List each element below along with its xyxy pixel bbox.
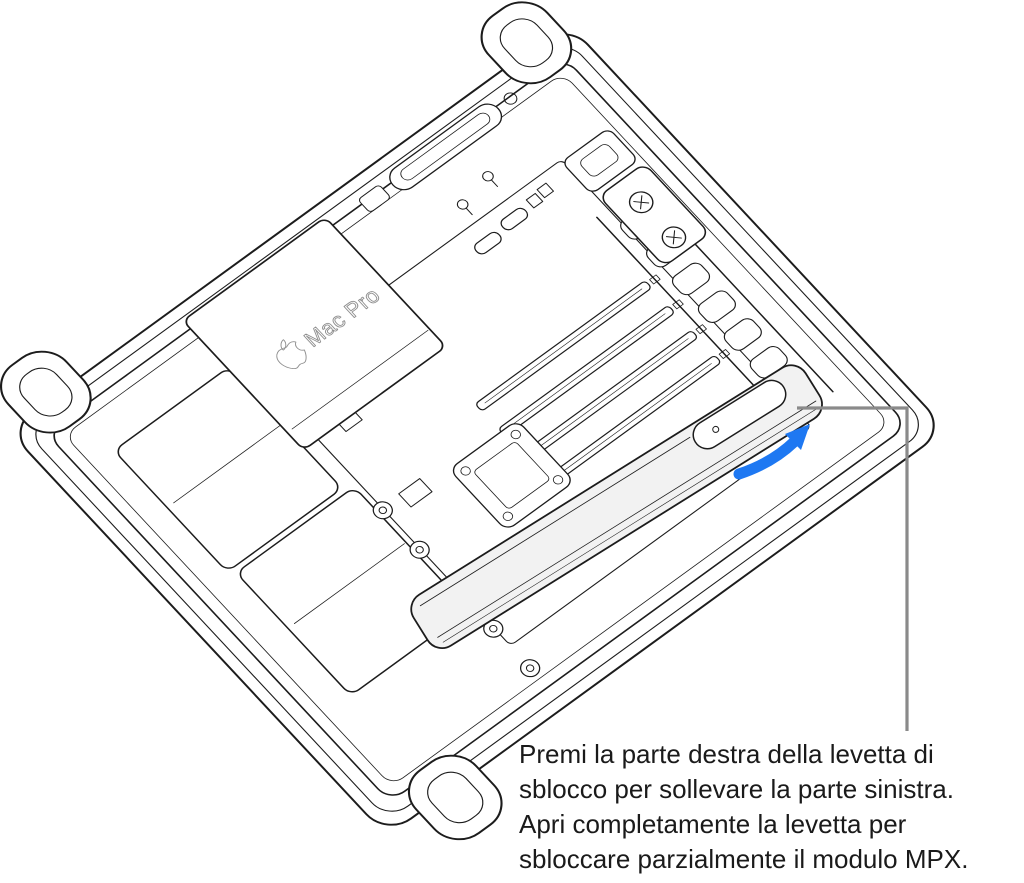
screw-icon [661,226,687,249]
callout-line [797,406,909,731]
pcie-slots [476,274,731,485]
side-panels [117,370,466,693]
machine-group: Mac Pro [0,1,935,841]
curved-arrow-icon [733,424,810,480]
hinge-bracket [564,130,707,264]
screw-icon [628,191,654,214]
caption-line: Premi la parte destra della levetta di [519,739,934,769]
psu-cover: Mac Pro [185,219,444,448]
foot [407,754,503,841]
board-socket [452,423,571,528]
top-rail-bracket [359,92,518,212]
caption-line: sbloccare parzialmente il modulo MPX. [519,844,969,874]
release-lever [692,379,787,450]
apple-logo-icon [276,339,307,370]
io-ports [456,171,555,255]
mpx-module [410,364,823,650]
caption-line: Apri completamente la levetta per [519,809,907,839]
top-handle [0,350,92,434]
top-handle [480,1,573,85]
caption-text: Premi la parte destra della levetta di s… [519,737,1019,877]
lever-pin [712,425,720,433]
caption-line: sblocco per sollevare la parte sinistra. [519,774,954,804]
